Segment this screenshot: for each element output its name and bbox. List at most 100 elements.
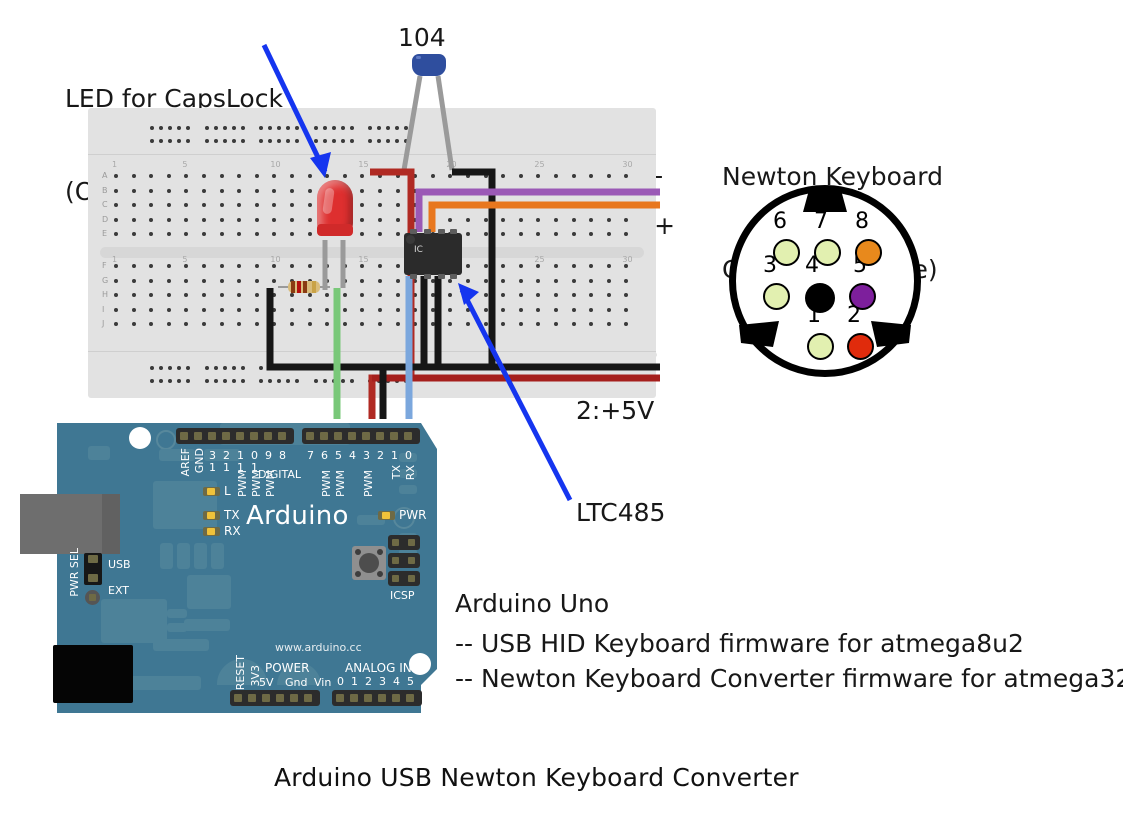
digital-header-right[interactable] [302,428,420,444]
analog-group-label: ANALOG IN [345,661,412,675]
pin-pwm-3: PWM [362,470,375,498]
led-capslock [317,180,353,246]
pin-label-top-5: 5 [335,449,342,462]
breadboard-column-label: 10 [270,255,281,264]
breadboard-column-label: 25 [534,160,545,169]
pin-label-top-4: 4 [349,449,356,462]
power-group-label: POWER [265,661,310,675]
pin-label-top-0: 0 [405,449,412,462]
pin-alt-tx: TX [390,465,403,480]
breadboard-row-label: A [102,171,108,180]
connector-pin-number-7: 7 [814,209,828,234]
pin-label-top-8: 8 [279,449,286,462]
breadboard-row-label: D [102,214,109,224]
pin-pwm-6: PWM [320,470,333,498]
power-jack [53,645,133,703]
pin-label-top-11: 1 [237,449,244,462]
pin-label-analog-4: 4 [393,675,400,688]
breadboard-row-label: B [102,185,108,195]
breadboard-row-label: E [102,229,108,239]
connector-pin-number-6: 6 [773,209,787,234]
pwrsel-usb-label: USB [108,558,131,571]
label-plus5v: 2:+5V [576,396,655,425]
mounting-hole-1 [129,427,151,449]
connector-pin-8 [855,239,882,266]
led-rx-label: RX [224,524,241,538]
breadboard-column-label: 1 [112,255,118,264]
pin-label-top-12: 2 [223,449,230,462]
icsp-label: ICSP [390,589,415,602]
pin-label-analog-0: 0 [337,675,344,688]
pin-label-top-2: 2 [377,449,384,462]
power-header[interactable] [230,690,320,706]
pwrsel-label: PWR SEL [68,548,81,597]
keyway-bottom-right [871,321,911,347]
led-pwr [378,511,395,520]
icsp-header[interactable] [388,535,420,587]
analog-header[interactable] [332,690,422,706]
breadboard-column-label: 5 [182,255,188,264]
pin-label-top-7: 7 [307,449,314,462]
pin-label-bottom-13: 1 [209,461,216,474]
pin-label-vin: Vin [314,676,332,689]
arduino-url: www.arduino.cc [275,641,362,654]
pin-label-5v: 5V [259,676,274,689]
connector-pin-2 [847,333,874,360]
pin-label-top-1: 1 [391,449,398,462]
led-l [203,487,220,496]
pin-label-analog-1: 1 [351,675,358,688]
connector-pin-5 [849,283,876,310]
pin-label-analog-5: 5 [407,675,414,688]
reset-button[interactable] [352,546,386,580]
pwrsel-ext-label: EXT [108,584,130,597]
breadboard-row-label: F [102,261,107,270]
connector-pin-number-3: 3 [763,253,777,278]
led-pwr-label: PWR [399,508,427,522]
breadboard-column-label: 25 [534,255,545,264]
breadboard-column-label: 30 [622,160,633,169]
pin-pwm-11: PWM [236,470,249,498]
breadboard-column-label: 1 [112,160,118,169]
breadboard-row-label: C [102,200,108,210]
pin-label-bottom-12: 1 [223,461,230,474]
pin-alt-rx: RX [404,465,417,481]
arduino-wordmark: Arduino [246,501,349,531]
pin-label-top-9: 9 [265,449,272,462]
pin-label-bottom-10: 1 [251,461,258,474]
ltc485-callout-label: LTC485 [576,498,666,527]
breadboard-column-label: 15 [358,255,369,264]
pin-label-top-13: 3 [209,449,216,462]
resistor [278,281,330,293]
pin-label-bottom-11: 1 [237,461,244,474]
connector-pin-number-8: 8 [855,209,869,234]
digital-header-left[interactable] [176,428,294,444]
pin-label-top-3: 3 [363,449,370,462]
capacitor-104 [412,54,446,78]
breadboard-column-label: 30 [622,255,633,264]
connector-title-line1: Newton Keyboard [722,161,943,191]
pin-label-top-10: 0 [251,449,258,462]
pin-label-gnd: Gnd [285,676,308,689]
mounting-hole-2 [409,653,431,675]
pin-pwm-5: PWM [334,470,347,498]
breadboard-row-label: I [102,304,105,314]
breadboard-column-label: 15 [358,160,369,169]
notes-line-2: -- Newton Keyboard Converter firmware fo… [455,664,1123,693]
pin-label-analog-3: 3 [379,675,386,688]
power-select-ext-pin[interactable] [85,590,100,605]
breadboard-row-label: G [102,275,109,285]
capacitor-label: 104 [398,23,446,52]
led-rx [203,527,220,536]
connector-pin-4 [805,283,835,313]
breadboard-column-label: 5 [182,160,188,169]
led-tx-label: TX [224,508,240,522]
power-select-jumper[interactable] [84,553,102,585]
digital-group-label: DIGITAL [258,468,302,481]
ic-ltc485: IC [404,229,462,279]
pin-label-aref: AREF [179,448,192,477]
pin-label-reset: RESET [234,655,247,691]
connector-pin-3 [763,283,790,310]
connector-pin-6 [773,239,800,266]
usb-connector [20,494,120,554]
